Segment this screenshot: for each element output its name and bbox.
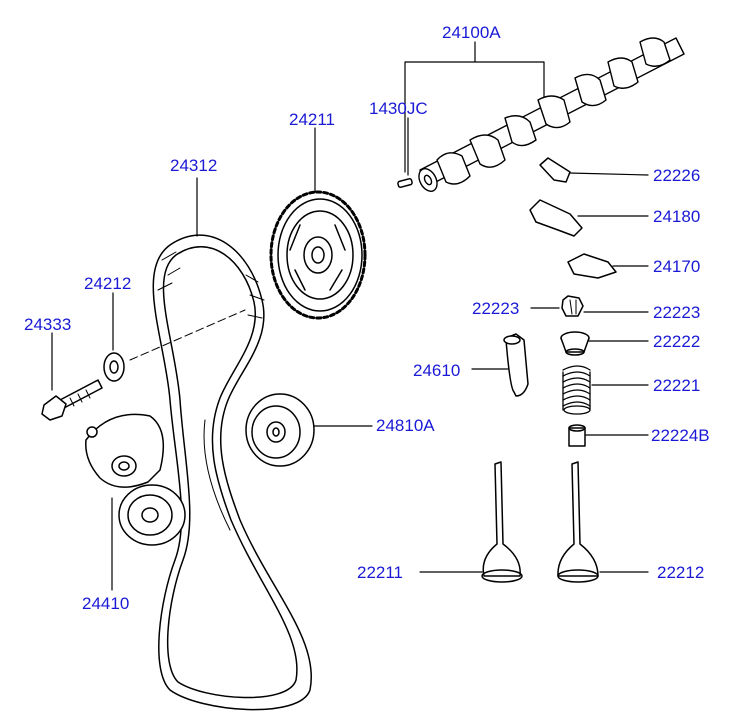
camshaft-sprocket <box>269 190 367 320</box>
label-22223-left[interactable]: 22223 <box>472 299 520 318</box>
label-24211[interactable]: 24211 <box>289 110 336 129</box>
dowel-pin <box>397 177 413 189</box>
rocker-arm-b <box>567 253 617 279</box>
label-22222[interactable]: 22222 <box>653 332 701 351</box>
tensioner <box>85 413 186 546</box>
label-24810A[interactable]: 24810A <box>376 416 435 435</box>
lash-adjuster <box>503 333 529 397</box>
idler-pulley <box>245 393 315 467</box>
spring-retainer <box>560 331 590 356</box>
label-24312[interactable]: 24312 <box>170 156 218 175</box>
retainer-lock <box>561 295 584 317</box>
label-24610[interactable]: 24610 <box>413 361 461 380</box>
label-24180[interactable]: 24180 <box>653 207 701 226</box>
label-24333[interactable]: 24333 <box>24 315 72 334</box>
label-22211[interactable]: 22211 <box>357 563 404 582</box>
label-22224B[interactable]: 22224B <box>651 426 710 445</box>
valve-spring <box>562 365 591 415</box>
rocker-arm-a <box>529 199 583 237</box>
label-22212[interactable]: 22212 <box>657 563 705 582</box>
camshaft <box>418 37 685 192</box>
intake-valve <box>481 461 523 583</box>
label-22226[interactable]: 22226 <box>653 166 701 185</box>
washer <box>103 352 125 382</box>
bolt <box>41 379 103 421</box>
valve-stem-seal <box>568 424 586 447</box>
label-24170[interactable]: 24170 <box>653 257 701 276</box>
valve-cotter <box>539 157 571 183</box>
label-1430JC[interactable]: 1430JC <box>369 99 428 118</box>
label-22223-right[interactable]: 22223 <box>653 303 701 322</box>
label-24410[interactable]: 24410 <box>82 594 130 613</box>
leader-lines <box>51 41 649 591</box>
label-24212[interactable]: 24212 <box>84 274 132 293</box>
label-24100A[interactable]: 24100A <box>442 23 501 42</box>
exhaust-valve <box>557 461 599 583</box>
label-22221[interactable]: 22221 <box>653 376 701 395</box>
timing-belt <box>152 234 312 711</box>
